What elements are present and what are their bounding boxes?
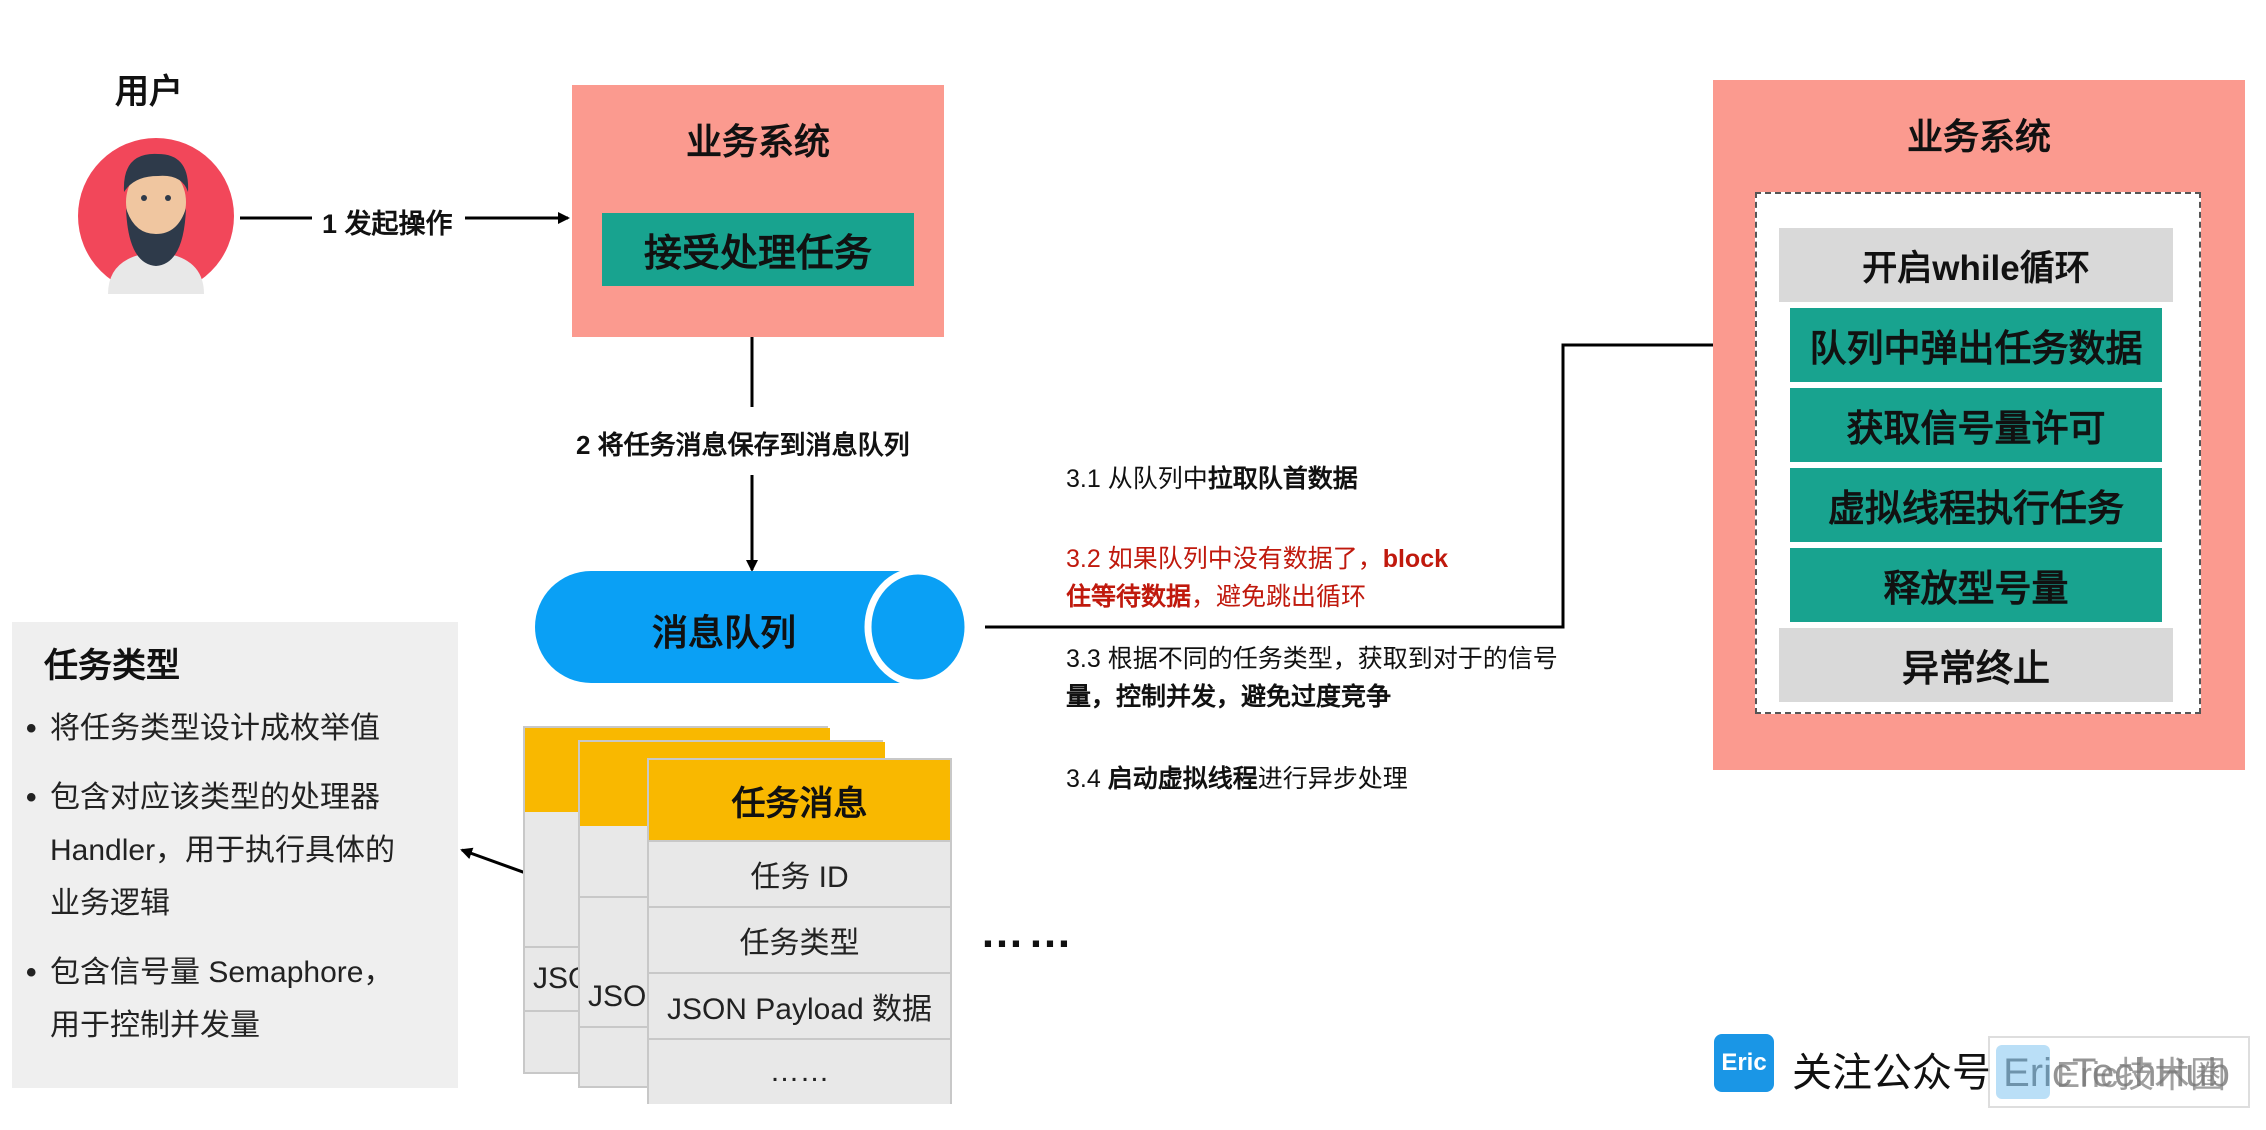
note-3-4-prefix: 3.4: [1066, 765, 1108, 793]
note-3-4-bold: 启动虚拟线程: [1107, 765, 1258, 793]
task-type-title: 任务类型: [44, 647, 180, 685]
step-release-permit: 释放型号量: [1790, 548, 2162, 622]
note-3-1: 3.1 从队列中拉取队首数据: [1066, 460, 1358, 498]
task-type-panel: 任务类型 • 将任务类型设计成枚举值 • 包含对应该类型的处理器 Handler…: [12, 622, 458, 1088]
logo-text: Eric: [1721, 1049, 1767, 1076]
bullet-line: Handler，用于执行具体的: [50, 834, 396, 867]
note-3-1-bold: 拉取队首数据: [1207, 465, 1358, 493]
logo-icon: Eric: [1714, 1034, 1774, 1092]
biz-system-left: 业务系统 接受处理任务: [572, 85, 944, 337]
more-ellipsis: ……: [980, 908, 1076, 957]
message-queue-label: 消息队列: [652, 612, 797, 653]
note-3-2-block: block: [1382, 545, 1448, 573]
bullet-line: 将任务类型设计成枚举值: [50, 712, 380, 745]
arrow-queue-to-biz: [985, 339, 1795, 629]
biz-system-left-title: 业务系统: [685, 121, 830, 162]
bullet-dot-icon: •: [26, 781, 37, 814]
message-row-task-id: 任务 ID: [649, 840, 950, 906]
step1-label: 1 发起操作: [322, 209, 453, 239]
watermark: Eric技术圈: [1988, 1036, 2250, 1108]
bullet-line: 用于控制并发量: [50, 1009, 260, 1042]
step-virtual-thread: 虚拟线程执行任务: [1790, 468, 2162, 542]
note-3-2-line1: 3.2 如果队列中没有数据了，: [1066, 545, 1383, 573]
note-3-3-line1: 3.3 根据不同的任务类型，获取到对于的信号: [1066, 645, 1558, 673]
user-label: 用户: [115, 73, 183, 111]
step-start-while: 开启while循环: [1779, 228, 2173, 302]
note-3-2-line2-bold: 住等待数据: [1066, 583, 1192, 611]
note-3-2-line2-rest: ，避免跳出循环: [1191, 583, 1367, 611]
message-row-task-type: 任务类型: [649, 906, 950, 972]
note-3-4-rest: 进行异步处理: [1257, 765, 1408, 793]
message-queue: 消息队列: [532, 567, 972, 687]
bullet-dot-icon: •: [26, 956, 37, 989]
step2-label: 2 将任务消息保存到消息队列: [576, 430, 910, 460]
step-pop-task: 队列中弹出任务数据: [1790, 308, 2162, 382]
note-3-3: 3.3 根据不同的任务类型，获取到对于的信号 量，控制并发，避免过度竞争: [1066, 640, 1558, 716]
task-accept-box: 接受处理任务: [602, 213, 914, 286]
note-3-3-line2-a: 量，: [1066, 683, 1117, 711]
bullet-dot-icon: •: [26, 712, 37, 745]
note-3-1-text: 3.1 从队列中: [1066, 465, 1208, 493]
message-row-more: ……: [649, 1038, 950, 1104]
note-3-4: 3.4 启动虚拟线程进行异步处理: [1066, 760, 1408, 798]
user-avatar-icon: [78, 138, 234, 294]
watermark-text: Eric技术圈: [2056, 1054, 2226, 1095]
bullet-item: • 包含信号量 Semaphore， 用于控制并发量: [26, 946, 454, 1052]
message-card-header: 任务消息: [649, 760, 950, 840]
queue-cylinder-icon: [535, 567, 972, 687]
biz-system-right-title: 业务系统: [1906, 116, 2051, 157]
note-3-3-line2-bold: 控制并发，避免过度竞争: [1116, 683, 1392, 711]
bullet-line: 包含对应该类型的处理器: [50, 781, 380, 814]
bullet-line: 包含信号量 Semaphore，: [50, 956, 394, 989]
biz-system-right: 业务系统 开启while循环 队列中弹出任务数据 获取信号量许可 虚拟线程执行任…: [1713, 80, 2245, 770]
step-abort: 异常终止: [1779, 628, 2173, 702]
message-card: 任务消息 任务 ID 任务类型 JSON Payload 数据 ……: [647, 758, 952, 1104]
bullet-item: • 包含对应该类型的处理器 Handler，用于执行具体的 业务逻辑: [26, 771, 454, 930]
watermark-logo-icon: [1996, 1045, 2050, 1099]
bullet-item: • 将任务类型设计成枚举值: [26, 702, 454, 755]
note-3-2: 3.2 如果队列中没有数据了，block 住等待数据，避免跳出循环: [1066, 540, 1448, 616]
step-acquire-permit: 获取信号量许可: [1790, 388, 2162, 462]
message-row-json-payload: JSON Payload 数据: [649, 972, 950, 1038]
card-back-1-partial: JSO: [588, 980, 647, 1013]
bullet-line: 业务逻辑: [50, 887, 170, 920]
task-type-bullets: • 将任务类型设计成枚举值 • 包含对应该类型的处理器 Handler，用于执行…: [26, 702, 454, 1052]
